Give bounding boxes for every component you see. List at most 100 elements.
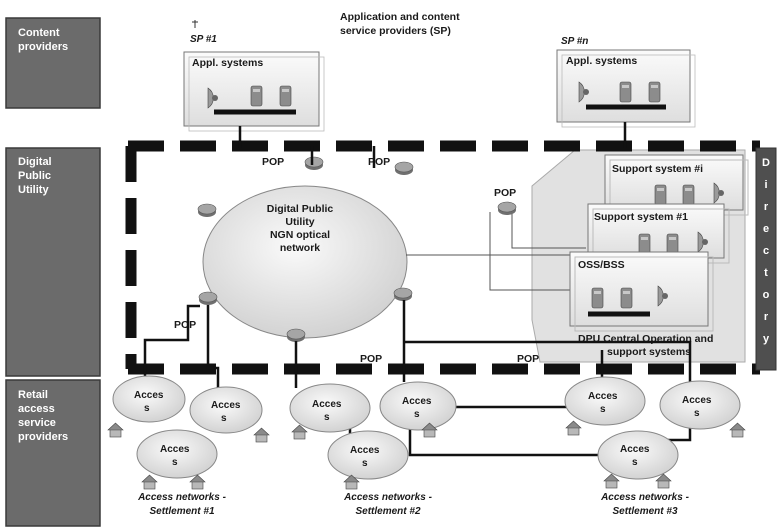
sp1-server-icon bbox=[279, 85, 292, 107]
access-node: Acces s bbox=[327, 430, 409, 490]
access-text-1: Acces bbox=[211, 400, 241, 411]
access-node: Acces s bbox=[189, 386, 270, 443]
directory-letter: D bbox=[762, 157, 770, 169]
ngn-optical-network bbox=[202, 185, 408, 339]
retail-label-line3: service bbox=[18, 417, 56, 429]
settlement-2-line1: Access networks - bbox=[343, 492, 432, 503]
network-label-line1: Digital Public bbox=[267, 203, 334, 215]
content-providers-label-line1: Content bbox=[18, 27, 60, 39]
dpu-label-line3: Utility bbox=[18, 184, 49, 196]
dpu-label-line1: Digital bbox=[18, 156, 52, 168]
sp1-server-icon bbox=[250, 85, 263, 107]
settlement-3-line2: Settlement #3 bbox=[612, 506, 677, 517]
retail-label-line1: Retail bbox=[18, 389, 48, 401]
server-icon bbox=[654, 184, 667, 206]
spn-label: SP #n bbox=[561, 36, 588, 47]
access-links bbox=[143, 146, 692, 457]
sp1-label: SP #1 bbox=[190, 34, 217, 45]
spn-server-icon bbox=[648, 81, 661, 103]
directory-letter: y bbox=[763, 333, 770, 345]
house-icon bbox=[189, 474, 206, 490]
support-system-1-label: Support system #1 bbox=[594, 211, 688, 223]
spn-appl-systems-label: Appl. systems bbox=[566, 55, 637, 67]
pop-label: POP bbox=[360, 353, 382, 365]
directory-letter: i bbox=[764, 179, 767, 191]
access-node: Acces s bbox=[659, 380, 746, 438]
router-icon bbox=[497, 201, 517, 216]
access-nodes: Acces s Acces s Acces s Acces s Acces s bbox=[107, 375, 746, 490]
dpu-label-line2: Public bbox=[18, 170, 51, 182]
access-text-2: s bbox=[362, 458, 368, 469]
router-icon bbox=[393, 287, 413, 302]
access-text-1: Acces bbox=[588, 391, 618, 402]
router-icon bbox=[304, 156, 324, 171]
access-text-2: s bbox=[172, 457, 178, 468]
support-system-n-label: Support system #i bbox=[612, 163, 703, 175]
dpu-central-operation-label-line2: support systems bbox=[607, 346, 691, 358]
pop-label: POP bbox=[174, 319, 196, 331]
header-title-line2: service providers (SP) bbox=[340, 25, 451, 37]
directory-letter: c bbox=[763, 245, 769, 257]
directory-letter: r bbox=[764, 311, 769, 323]
access-text-1: Acces bbox=[312, 399, 342, 410]
retail-access-providers-box: Retail access service providers bbox=[5, 379, 101, 527]
support-system-n: Support system #i bbox=[604, 154, 749, 216]
access-text-2: s bbox=[324, 412, 330, 423]
pop-label: POP bbox=[262, 156, 284, 168]
access-node: Acces s bbox=[107, 375, 186, 438]
server-icon bbox=[638, 233, 651, 255]
sp1-group: SP #1 Appl. systems bbox=[183, 20, 325, 132]
house-icon bbox=[253, 427, 270, 443]
settlement-1-line1: Access networks - bbox=[137, 492, 226, 503]
access-node: Acces s bbox=[136, 429, 218, 490]
access-text-2: s bbox=[414, 409, 420, 420]
router-icon bbox=[286, 328, 306, 343]
directory-letter: o bbox=[763, 289, 770, 301]
spn-group: SP #n Appl. systems bbox=[556, 36, 696, 128]
server-icon bbox=[666, 233, 679, 255]
sp1-appl-systems-label: Appl. systems bbox=[192, 57, 263, 69]
house-icon bbox=[107, 422, 124, 438]
access-text-1: Acces bbox=[350, 445, 380, 456]
content-providers-box: Content providers bbox=[5, 17, 101, 109]
settlement-1-line2: Settlement #1 bbox=[149, 506, 214, 517]
spn-server-icon bbox=[619, 81, 632, 103]
access-text-1: Acces bbox=[134, 390, 164, 401]
network-label-line3: NGN optical bbox=[270, 229, 330, 241]
access-text-2: s bbox=[694, 408, 700, 419]
dpu-boundary bbox=[125, 140, 760, 375]
house-icon bbox=[141, 474, 158, 490]
router-icon bbox=[394, 161, 414, 176]
access-text-2: s bbox=[600, 404, 606, 415]
content-providers-label-line2: providers bbox=[18, 41, 68, 53]
directory-letter: r bbox=[764, 201, 769, 213]
router-icon bbox=[197, 203, 217, 218]
access-node: Acces s bbox=[597, 430, 679, 489]
pop-label: POP bbox=[494, 187, 516, 199]
access-node: Acces s bbox=[289, 383, 371, 440]
pop-label: POP bbox=[517, 353, 539, 365]
access-text-2: s bbox=[632, 457, 638, 468]
house-icon bbox=[603, 473, 620, 489]
settlement-3-line1: Access networks - bbox=[600, 492, 689, 503]
access-node: Acces s bbox=[379, 381, 457, 438]
server-icon bbox=[591, 287, 604, 309]
server-icon bbox=[620, 287, 633, 309]
access-text-2: s bbox=[144, 403, 150, 414]
settlement-2-line2: Settlement #2 bbox=[355, 506, 420, 517]
access-text-2: s bbox=[221, 413, 227, 424]
digital-public-utility-box: Digital Public Utility bbox=[5, 147, 101, 377]
access-node: Acces s bbox=[564, 376, 646, 436]
access-text-1: Acces bbox=[160, 444, 190, 455]
network-label-line4: network bbox=[280, 242, 320, 254]
retail-label-line4: providers bbox=[18, 431, 68, 443]
retail-label-line2: access bbox=[18, 403, 55, 415]
house-icon bbox=[565, 420, 582, 436]
access-text-1: Acces bbox=[682, 395, 712, 406]
access-text-1: Acces bbox=[402, 396, 432, 407]
network-label-line2: Utility bbox=[285, 216, 314, 228]
router-icon bbox=[198, 291, 218, 306]
